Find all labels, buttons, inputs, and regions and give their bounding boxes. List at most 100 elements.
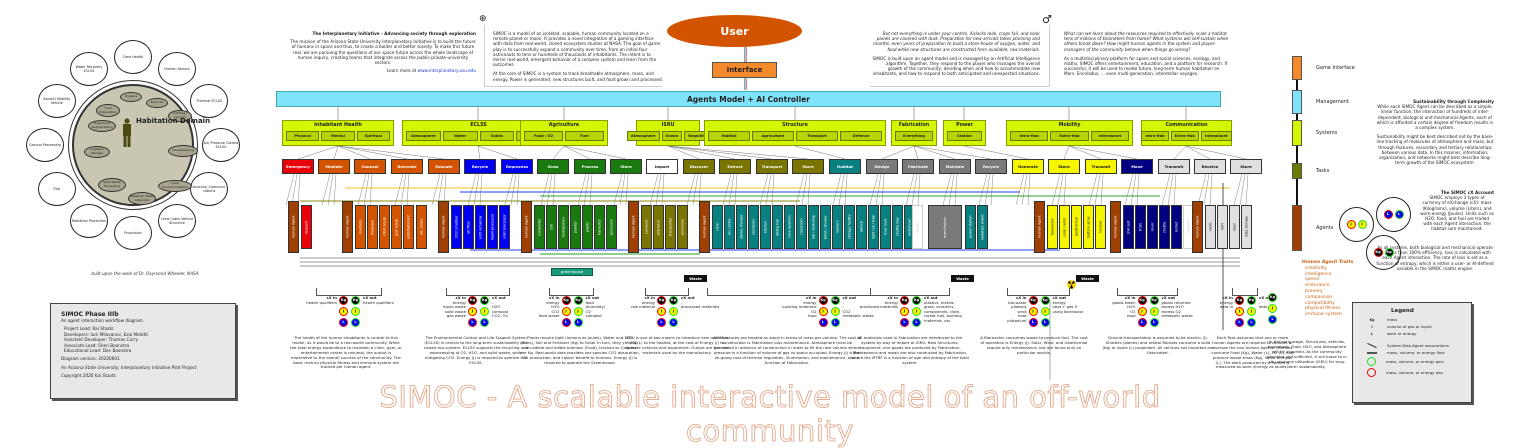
agent-respond[interactable]: respond (301, 205, 312, 249)
waste-node-isru[interactable]: Waste (684, 275, 707, 282)
user-node[interactable]: User (667, 15, 802, 47)
human-agent[interactable]: Human Agent (342, 201, 353, 253)
agent-river-dock[interactable]: river dock (880, 205, 891, 249)
habitat-function[interactable]: Logistics Storage (84, 146, 110, 158)
subsystem-button[interactable]: Water (442, 131, 478, 141)
subsystem-button[interactable]: Extra-Hab (1170, 131, 1199, 141)
task-move[interactable]: Move (1121, 159, 1153, 174)
human-agent[interactable]: Human Agent (438, 201, 449, 253)
agent-co2-scrubber[interactable]: CO2 scrubber (451, 205, 462, 249)
agent-lab-workshop[interactable]: lab / workshop (808, 205, 819, 249)
agent-clinic[interactable]: clinic (712, 205, 723, 249)
agent-light-rail-train[interactable]: light rail / train (868, 205, 879, 249)
subsystem-button[interactable]: Spiritual (356, 131, 390, 141)
human-agent[interactable]: Human Agent (1034, 201, 1045, 253)
task-discover[interactable]: Discover (683, 159, 715, 174)
agent-clinic-equip[interactable]: clinic equip (379, 205, 390, 249)
subsystem-button[interactable]: Defense (840, 131, 882, 141)
agent-storage-facility[interactable]: storage facility (844, 205, 855, 249)
agent-armory[interactable]: armory (912, 205, 923, 249)
task-process[interactable]: Process (574, 159, 606, 174)
subsystem-button[interactable]: Atmosphere (406, 131, 441, 141)
domain-lobe[interactable]: Avionics/ Communi- cations (190, 172, 229, 206)
habitat-function[interactable]: Housekeeping (168, 145, 198, 157)
domain-lobe[interactable]: Thermal ECLSS (190, 84, 229, 118)
domain-lobe[interactable]: EVA (37, 172, 76, 206)
task-store[interactable]: Store (1048, 159, 1080, 174)
agent-shuttle[interactable]: shuttle (1159, 205, 1170, 249)
task-store[interactable]: Store (792, 159, 824, 174)
agent-hydroponics[interactable]: hydroponics (558, 205, 569, 249)
agent-processor[interactable]: processor (677, 205, 688, 249)
task-recycle[interactable]: Recycle (464, 159, 496, 174)
agent-nuclear[interactable]: nuclear (1095, 205, 1106, 249)
task-fabricate[interactable]: Fabricate (902, 159, 934, 174)
subsystem-button[interactable]: Solids (479, 131, 515, 141)
waste-node-fabrication[interactable]: Waste (951, 275, 974, 282)
agent-bioreactor[interactable]: bioreactor (1047, 205, 1058, 249)
agent-transporter[interactable]: transporter (665, 205, 676, 249)
task-store[interactable]: Store (610, 159, 642, 174)
agent-studio-theater[interactable]: studio, theater (736, 205, 747, 249)
human-agent[interactable]: Human Agent (1110, 201, 1121, 253)
agent-dining-hall[interactable]: dining hall (772, 205, 783, 249)
task-grow[interactable]: Grow (537, 159, 569, 174)
agent-planter[interactable]: planter (570, 205, 581, 249)
agent-entertainment[interactable]: entertainment (403, 205, 414, 249)
agent-kitchen[interactable]: kitchen (760, 205, 771, 249)
agent-soil[interactable]: soil (546, 205, 557, 249)
subsystem-button[interactable]: Intra-Hab (1141, 131, 1169, 141)
agent-manufactory[interactable]: manufactory (928, 205, 962, 249)
agent-battery-array[interactable]: battery array (1083, 205, 1094, 249)
agent-plants[interactable]: plants (582, 205, 593, 249)
task-store[interactable]: Store (1230, 159, 1262, 174)
domain-lobe[interactable]: Air/ Pressure Control ECLSS (202, 128, 240, 162)
agent-crew-quarters[interactable]: crew quarters (784, 205, 795, 249)
subsystem-button[interactable]: Station (947, 131, 982, 141)
human-agent[interactable]: Human Agent (288, 201, 299, 253)
habitat-function[interactable]: Exercise (146, 98, 168, 108)
subsystem-button[interactable]: Agriculture (752, 131, 794, 141)
agent-liquid-processor[interactable]: liquid processor (487, 205, 498, 249)
task-recreate[interactable]: Recreate (391, 159, 423, 174)
habitat-function[interactable]: Food Preparation (96, 104, 120, 117)
agent-classroom[interactable]: classroom (796, 205, 807, 249)
agent-airlock[interactable]: airlock (856, 205, 867, 249)
agent-harvester[interactable]: harvester (594, 205, 605, 249)
domain-lobe[interactable]: Propulsion (114, 216, 152, 250)
agent-solid-processor[interactable]: solid processor (499, 205, 510, 249)
agent-data-storage[interactable]: data storage (1241, 205, 1252, 249)
task-habitat[interactable]: Habitat (829, 159, 861, 174)
subsystem-button[interactable]: Extra-Hab (1050, 131, 1089, 141)
task-mediate[interactable]: Mediate (318, 159, 350, 174)
agent-medicine[interactable]: medicine (367, 205, 378, 249)
agent-medbots[interactable]: medbots (355, 205, 366, 249)
human-agent[interactable]: Human Agent (699, 201, 710, 253)
agent-extractor[interactable]: extractor (653, 205, 664, 249)
domain-lobe[interactable]: Ground Processing (26, 128, 64, 162)
agent-art-books[interactable]: art, books (416, 205, 427, 249)
agent-composter[interactable]: composter (534, 205, 545, 249)
agent-rover[interactable]: rover (1147, 205, 1158, 249)
subsystem-button[interactable]: Interplanet (1090, 131, 1129, 141)
waste-node-nuclear[interactable]: Waste (1076, 275, 1099, 282)
subsystem-button[interactable]: Fuel (565, 131, 604, 141)
agent-wifi[interactable]: WiFi (1217, 205, 1228, 249)
agent-trolls[interactable]: trolls (1135, 205, 1146, 249)
agent-laundry[interactable]: laundry (832, 205, 843, 249)
habitat-function[interactable]: Metabolic Waste Collection (128, 192, 156, 205)
subsystem-button[interactable]: Habitat (708, 131, 750, 141)
agent-shuttle-bay[interactable]: shuttle bay (892, 205, 903, 249)
agent-h2o-reclaimer[interactable]: H2O reclaimer (475, 205, 486, 249)
task-reprocess[interactable]: Reprocess (501, 159, 533, 174)
habitat-function[interactable]: Hygiene (120, 92, 142, 102)
subsystem-button[interactable]: Food / O2 (524, 131, 563, 141)
human-agent[interactable]: Human Agent (521, 201, 532, 253)
domain-lobe[interactable]: Crew Health (114, 40, 152, 74)
domain-lobe[interactable]: Water Recovery ECLSS (70, 51, 108, 86)
